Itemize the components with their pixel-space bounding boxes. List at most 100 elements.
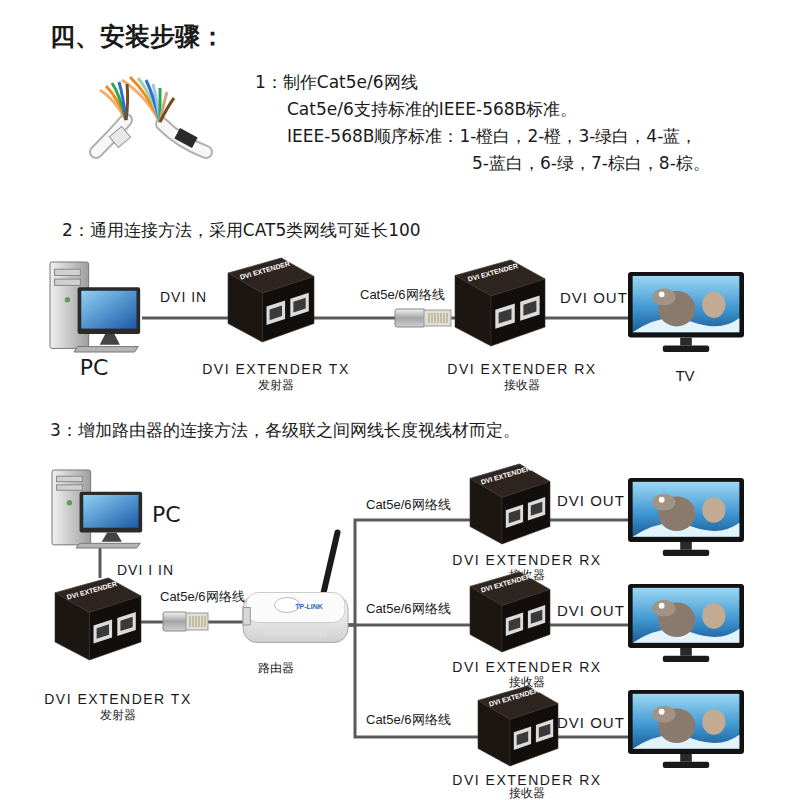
network-cable	[348, 520, 470, 625]
screen-character	[702, 709, 725, 735]
screen-character	[658, 603, 695, 638]
screen-character	[658, 497, 695, 532]
tv-frame	[628, 584, 744, 648]
pc-monitor	[78, 287, 141, 334]
signal-name: DVI OUT	[557, 713, 625, 733]
power-button	[67, 500, 73, 506]
tv-neck	[680, 542, 692, 550]
tv-screen	[633, 276, 740, 332]
screen-character	[702, 292, 725, 318]
step-note: 5-蓝白，6-绿，7-棕白，8-棕。	[472, 153, 710, 173]
port-opening	[120, 617, 132, 631]
device-role: 发射器	[100, 709, 136, 722]
device-side	[470, 586, 502, 652]
tv-base	[663, 762, 709, 768]
node-label: 路由器	[258, 662, 294, 675]
cable-label: DVI IN	[160, 290, 207, 305]
drive-bay	[57, 485, 83, 490]
tv-display: TV	[628, 272, 744, 352]
tv-illustration	[628, 478, 744, 556]
rj45-plug	[163, 612, 208, 631]
extender-box: DVI EXTENDERDVI EXTENDER TX发射器	[55, 578, 141, 660]
wire	[119, 82, 126, 120]
network-cable	[99, 548, 102, 578]
device-side	[228, 273, 262, 342]
drive-bay	[55, 269, 81, 275]
device-name: DVI EXTENDER RX	[452, 660, 601, 675]
node-outline	[50, 262, 142, 352]
keyboard	[74, 347, 138, 352]
extender-box: DVI EXTENDERDVI EXTENDER RX接收器	[478, 686, 558, 766]
tv-frame	[628, 690, 744, 754]
step-note: 2：通用连接方法，采用CAT5类网线可延长100	[62, 220, 421, 240]
network-cable	[142, 317, 228, 320]
port	[514, 727, 531, 750]
monitor-stand	[100, 334, 120, 345]
video-cable	[550, 519, 628, 522]
brand-print: TP-LINK	[295, 603, 323, 611]
device-name: DVI EXTENDER RX	[452, 553, 601, 568]
step-note: 1：制作Cat5e/6网线	[255, 72, 418, 92]
screen-character	[659, 603, 665, 609]
node-outline	[628, 272, 744, 352]
plug-body	[186, 613, 208, 630]
device-side	[455, 276, 491, 347]
port	[117, 612, 136, 636]
tv-frame	[628, 478, 744, 542]
screen-character	[652, 706, 675, 723]
device-name: DVI EXTENDER RX	[447, 362, 596, 377]
port	[290, 293, 309, 318]
port	[495, 304, 515, 329]
cable-boot	[109, 126, 130, 147]
extender-box: DVI EXTENDERDVI EXTENDER RX接收器	[470, 464, 550, 544]
wire	[153, 84, 160, 122]
port-opening	[523, 301, 536, 316]
step-note: IEEE-568B顺序标准：1-橙白，2-橙，3-绿白，4-蓝，	[287, 126, 697, 146]
signal-name: DVI OUT	[557, 601, 625, 621]
plug-contacts	[190, 616, 205, 627]
router-stripe	[264, 630, 327, 636]
wire	[126, 84, 128, 120]
cable-sheath	[162, 124, 206, 152]
tv-illustration	[628, 584, 744, 662]
pc-monitor	[80, 492, 143, 533]
device-end	[510, 704, 558, 766]
screen-character	[702, 497, 725, 523]
device-end	[89, 596, 141, 660]
screen-character	[652, 494, 675, 511]
monitor-stand	[102, 532, 122, 541]
step-note: 3：增加路由器的连接方法，各级联之间网线长度视线材而定。	[50, 420, 520, 440]
device-name: DVI EXTENDER TX	[202, 362, 350, 377]
video-cable	[558, 736, 628, 739]
device-side	[55, 593, 89, 660]
device-end	[502, 590, 550, 652]
port-opening	[539, 724, 551, 738]
cable-label: DVI I IN	[117, 563, 174, 578]
device-role: 接收器	[509, 787, 545, 800]
device-side	[470, 478, 502, 544]
screen-character	[652, 288, 675, 305]
network-cable	[348, 624, 470, 627]
screen-character	[659, 291, 665, 297]
cable-label: Cat5e/6网络线	[360, 288, 445, 302]
tv-neck	[680, 648, 692, 656]
tv-base	[663, 656, 709, 662]
node-label: TV	[675, 368, 694, 385]
port-opening	[270, 305, 282, 320]
plug-contacts	[429, 313, 447, 323]
power-button	[65, 297, 71, 303]
tv-frame	[628, 272, 744, 338]
port	[536, 719, 553, 742]
port	[528, 497, 545, 520]
port-opening	[97, 624, 109, 638]
keyboard	[76, 543, 140, 548]
tv-neck	[680, 338, 692, 346]
extender-box: DVI EXTENDERDVI EXTENDER TX发射器	[228, 258, 314, 342]
router-port	[243, 608, 250, 626]
page-title: 四、安装步骤：	[50, 22, 225, 52]
cable-label: DVI OUT	[560, 290, 628, 307]
device-end	[491, 279, 545, 346]
screen-character	[659, 709, 665, 715]
